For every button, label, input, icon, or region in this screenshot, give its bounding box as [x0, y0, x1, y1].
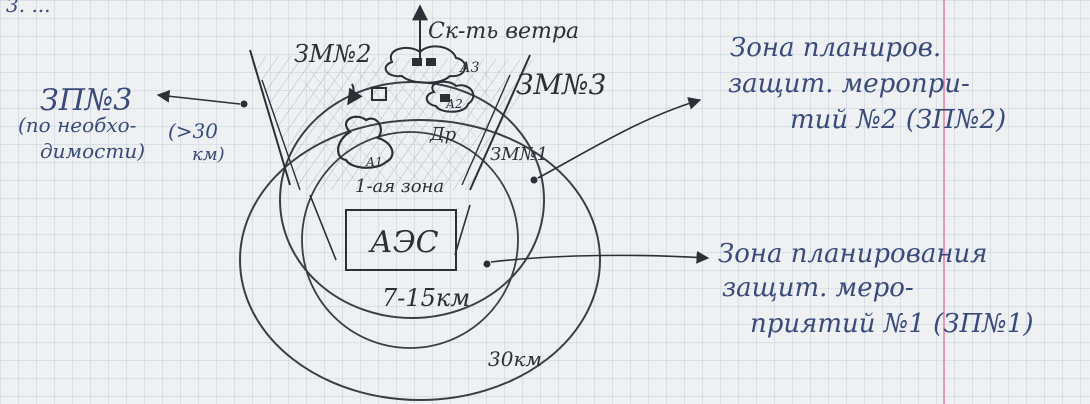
marker-a3: А3: [459, 60, 480, 76]
zp2-line3: тий №2 (ЗП№2): [790, 105, 1006, 135]
zone-label-zmn3: ЗМ№3: [516, 68, 606, 101]
flow-arrow-small: [347, 83, 363, 106]
zp3-title: ЗП№3: [40, 83, 132, 118]
zp2-arrow: [537, 97, 702, 179]
zp3-note-line1: (по необхо-: [18, 113, 137, 137]
sector-line-lower-right: [454, 204, 471, 256]
sector-line-right-inner: [461, 74, 511, 186]
npp-label: АЭС: [368, 225, 439, 260]
sector-line-left-inner: [261, 79, 301, 191]
zp3-dist-line1: (>30: [168, 119, 218, 143]
point-a3-left: [412, 58, 422, 66]
zone-label-zmn1: ЗМ№1: [490, 144, 548, 165]
zone-label-zmn2: ЗМ№2: [294, 40, 372, 68]
sector-line-right-outer: [469, 54, 531, 191]
radius-outer-label: 30км: [488, 347, 542, 371]
zp2-line2: защит. меропри-: [728, 69, 970, 99]
header-scribble: 3. ...: [6, 0, 51, 17]
wind-label: Ск-ть ветра: [428, 19, 579, 44]
zp3-dist-line2: км): [192, 144, 225, 165]
point-a2: [440, 94, 450, 102]
point-a3-right: [426, 58, 436, 66]
sector-line-left-outer: [249, 49, 291, 186]
zp1-line2: защит. меро-: [722, 273, 914, 303]
zp1-arrow: [490, 250, 710, 264]
zp2-anchor-dot: [530, 176, 538, 184]
cloud-a1: [337, 115, 394, 169]
outer-zone-boundary: [239, 119, 601, 401]
cloud-a2: [425, 80, 475, 113]
zp1-line1: Зона планирования: [718, 239, 987, 269]
sector-line-lower-left: [309, 194, 337, 261]
marker-a1: А1: [365, 155, 383, 169]
radius-inner-label: 7-15км: [382, 284, 470, 312]
zp3-arrow: [156, 89, 241, 105]
zp1-anchor-dot: [483, 260, 491, 268]
control-point-square: [371, 87, 387, 101]
marker-dp: Др: [429, 124, 457, 145]
zp1-line3: приятий №1 (ЗП№1): [750, 309, 1033, 339]
npp-box: [345, 209, 457, 271]
marker-a2: А2: [445, 97, 463, 111]
zp3-note-line2: димости): [40, 139, 145, 163]
zp3-anchor-dot: [240, 100, 248, 108]
cloud-a3: [384, 45, 466, 84]
zone-label-first: 1-ая зона: [355, 176, 444, 197]
zp2-line1: Зона планиров.: [730, 33, 941, 63]
inner-zone-boundary: [301, 131, 519, 349]
